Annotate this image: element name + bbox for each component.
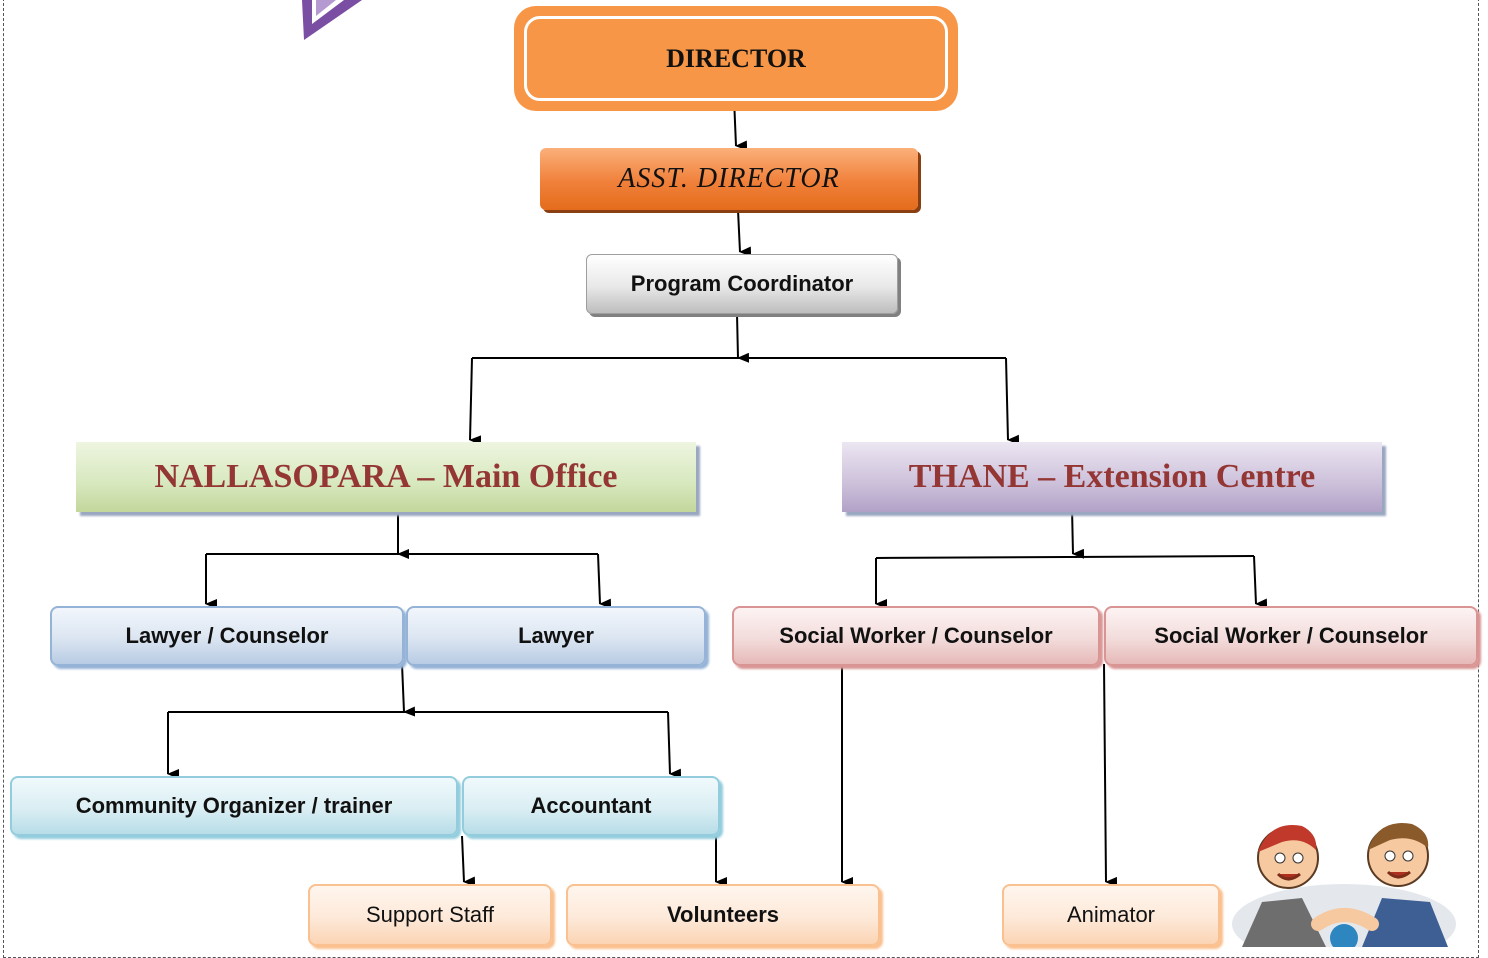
node-social-worker-2-label: Social Worker / Counselor <box>1154 623 1428 648</box>
edge-to-accountant <box>667 711 682 779</box>
node-extension-centre-label: THANE – Extension Centre <box>908 458 1316 495</box>
node-program-coordinator-label: Program Coordinator <box>630 271 854 296</box>
node-main-office: NALLASOPARA – Main Office <box>76 442 696 512</box>
edge-extension-split <box>1071 507 1085 559</box>
node-support-staff-label: Support Staff <box>365 902 494 927</box>
node-lawyer: Lawyer <box>406 606 706 666</box>
edge-lawyer-split <box>401 663 416 717</box>
node-animator-label: Animator <box>1066 902 1156 927</box>
node-asst-director-label: ASST. DIRECTOR <box>618 163 840 194</box>
edge-extension-bar <box>875 555 1255 559</box>
node-social-worker-1: Social Worker / Counselor <box>732 606 1100 666</box>
handshake-clipart-icon <box>1232 823 1456 947</box>
node-asst-director: ASST. DIRECTOR <box>540 148 918 210</box>
node-extension-centre: THANE – Extension Centre <box>842 442 1382 512</box>
edge-asst-coordinator <box>737 209 752 257</box>
node-social-worker-1-label: Social Worker / Counselor <box>779 623 1053 648</box>
node-director-label: DIRECTOR <box>666 43 806 73</box>
edge-to-social-worker-2 <box>1253 555 1268 609</box>
node-director: DIRECTOR <box>514 6 958 111</box>
node-main-office-label: NALLASOPARA – Main Office <box>154 458 618 495</box>
edge-to-main-office <box>469 357 482 446</box>
corner-logo-icon <box>302 0 362 40</box>
node-volunteers: Volunteers <box>566 884 880 946</box>
node-social-worker-2: Social Worker / Counselor <box>1104 606 1478 666</box>
edge-to-extension <box>1005 357 1020 445</box>
node-director-frame: DIRECTOR <box>524 16 948 101</box>
node-community-organizer: Community Organizer / trainer <box>10 776 458 836</box>
node-support-staff: Support Staff <box>308 884 552 946</box>
edge-to-support-staff <box>461 835 476 887</box>
node-accountant-label: Accountant <box>530 793 652 818</box>
edge-to-lawyer <box>597 553 612 609</box>
node-program-coordinator: Program Coordinator <box>586 254 898 314</box>
node-lawyer-label: Lawyer <box>518 623 594 648</box>
node-community-organizer-label: Community Organizer / trainer <box>75 793 393 818</box>
node-volunteers-label: Volunteers <box>666 902 780 927</box>
node-lawyer-counselor-label: Lawyer / Counselor <box>125 623 329 648</box>
node-animator: Animator <box>1002 884 1220 946</box>
node-accountant: Accountant <box>462 776 720 836</box>
edge-social-animator <box>1103 663 1118 887</box>
node-lawyer-counselor: Lawyer / Counselor <box>50 606 404 666</box>
edge-coordinator-split <box>736 313 750 363</box>
